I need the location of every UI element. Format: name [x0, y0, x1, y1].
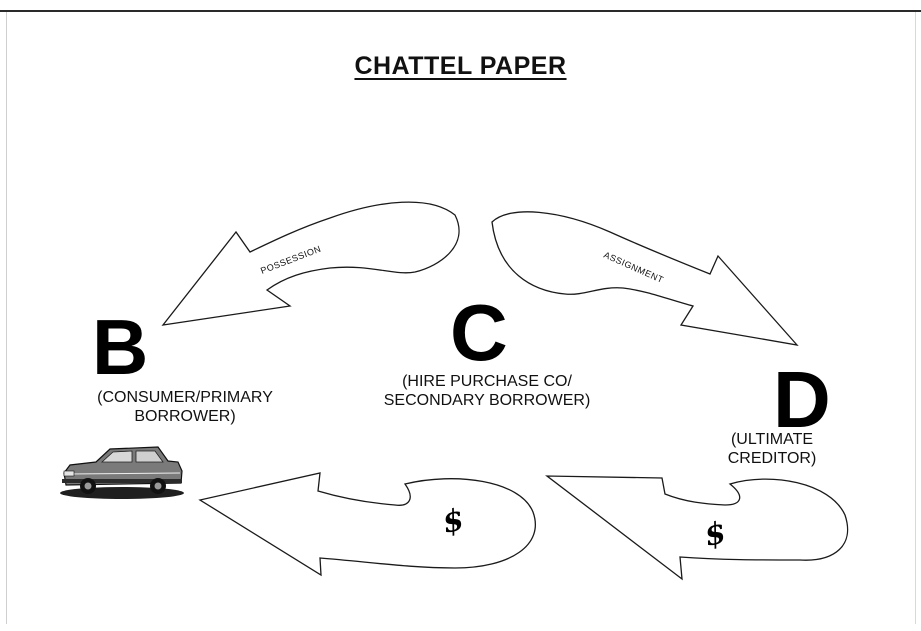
payment-arrow-to-b: $: [198, 472, 536, 577]
left-border: [6, 12, 7, 624]
node-b-description: (CONSUMER/PRIMARY BORROWER): [70, 388, 300, 426]
payment-arrow-to-c: $: [545, 475, 849, 581]
node-d-line1: (ULTIMATE: [730, 431, 814, 448]
node-c-description: (HIRE PURCHASE CO/ SECONDARY BORROWER): [357, 372, 617, 410]
car-icon: [60, 446, 184, 499]
top-border: [0, 10, 921, 12]
node-d-letter: D: [773, 355, 831, 444]
page-title: CHATTEL PAPER: [354, 52, 567, 80]
possession-arrow: POSSESSION: [161, 201, 460, 326]
node-b-letter: B: [92, 303, 149, 391]
node-c-letter: C: [450, 288, 508, 377]
node-b-line1: (CONSUMER/PRIMARY: [97, 389, 273, 406]
right-border: [915, 12, 916, 624]
node-c-line2: SECONDARY BORROWER): [383, 392, 591, 409]
node-d-line2: CREDITOR): [727, 450, 817, 467]
node-d-description: (ULTIMATE CREDITOR): [712, 430, 832, 468]
node-c-line1: (HIRE PURCHASE CO/: [402, 373, 572, 390]
node-b-line2: BORROWER): [134, 408, 236, 425]
assignment-arrow: ASSIGNMENT: [491, 211, 799, 346]
